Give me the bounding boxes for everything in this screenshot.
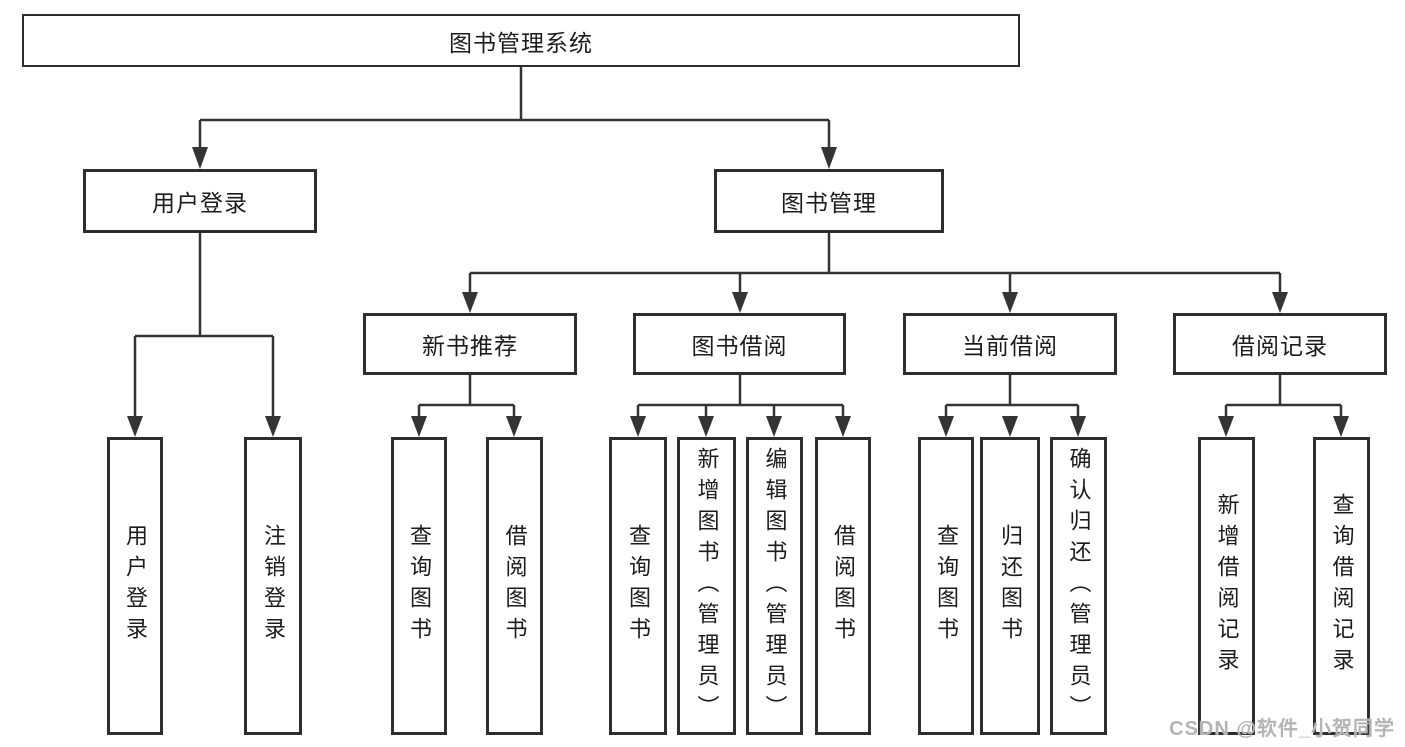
node-nbr-query-book-label: 查询图书 (407, 524, 432, 648)
node-current-borrow: 当前借阅 (903, 313, 1117, 375)
node-bb-edit-book: 编辑图书（管理员） (746, 437, 803, 735)
node-root: 图书管理系统 (22, 14, 1020, 67)
node-bb-query-book: 查询图书 (609, 437, 667, 735)
watermark: CSDN @软件_小贺同学 (1169, 718, 1395, 740)
node-ul-logout-label: 注销登录 (261, 524, 286, 648)
node-bb-edit-book-label: 编辑图书（管理员） (762, 446, 788, 726)
node-bb-add-book: 新增图书（管理员） (677, 437, 736, 735)
node-book-mgmt-label: 图书管理 (781, 190, 877, 216)
node-book-borrow: 图书借阅 (633, 313, 846, 375)
node-current-borrow-label: 当前借阅 (962, 333, 1058, 359)
node-book-mgmt: 图书管理 (714, 169, 944, 233)
node-user-login-label: 用户登录 (152, 190, 248, 216)
node-bb-borrow-book: 借阅图书 (815, 437, 871, 735)
node-cb-return-book: 归还图书 (980, 437, 1040, 735)
node-br-add-record-label: 新增借阅记录 (1214, 493, 1240, 679)
node-nbr-query-book: 查询图书 (391, 437, 447, 735)
node-user-login: 用户登录 (83, 169, 317, 233)
node-cb-confirm-return-label: 确认归还（管理员） (1066, 446, 1092, 726)
node-new-book-rec-label: 新书推荐 (422, 333, 518, 359)
node-new-book-rec: 新书推荐 (363, 313, 577, 375)
node-cb-confirm-return: 确认归还（管理员） (1050, 437, 1107, 735)
node-bb-borrow-book-label: 借阅图书 (831, 524, 856, 648)
node-bb-add-book-label: 新增图书（管理员） (694, 446, 720, 726)
node-cb-query-book-label: 查询图书 (934, 524, 959, 648)
node-ul-user-login: 用户登录 (107, 437, 163, 735)
node-br-add-record: 新增借阅记录 (1198, 437, 1255, 735)
node-borrow-records-label: 借阅记录 (1232, 333, 1328, 359)
node-br-query-record-label: 查询借阅记录 (1329, 493, 1355, 679)
node-borrow-records: 借阅记录 (1173, 313, 1387, 375)
node-nbr-borrow-book-label: 借阅图书 (502, 524, 528, 648)
node-book-borrow-label: 图书借阅 (691, 333, 788, 359)
node-bb-query-book-label: 查询图书 (626, 524, 651, 648)
node-cb-return-book-label: 归还图书 (998, 524, 1023, 648)
node-root-label: 图书管理系统 (449, 29, 593, 56)
node-ul-logout: 注销登录 (244, 437, 302, 735)
node-br-query-record: 查询借阅记录 (1313, 437, 1370, 735)
node-nbr-borrow-book: 借阅图书 (486, 437, 543, 735)
node-cb-query-book: 查询图书 (918, 437, 974, 735)
node-ul-user-login-label: 用户登录 (123, 524, 148, 648)
